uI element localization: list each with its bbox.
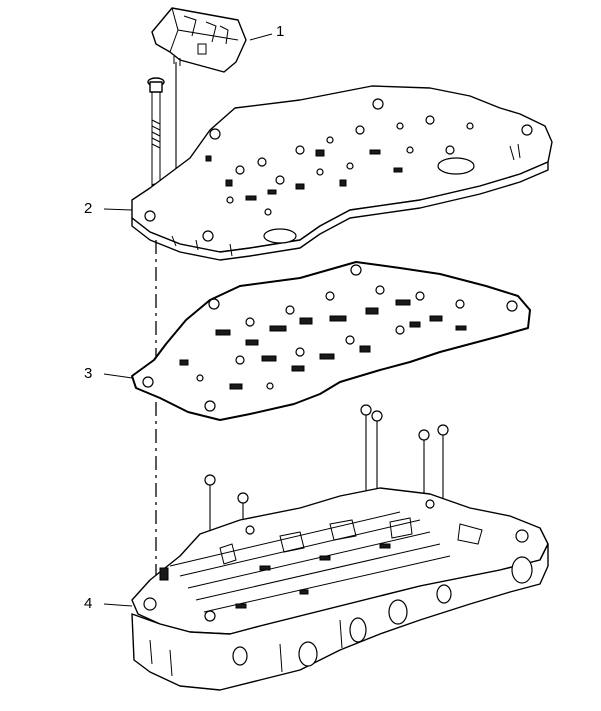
plate-part xyxy=(131,85,553,261)
callout-2: 2 xyxy=(84,200,93,217)
callout-3: 3 xyxy=(84,365,93,382)
callout-1: 1 xyxy=(276,23,285,40)
valve-body-part xyxy=(131,487,549,691)
cover-part xyxy=(151,7,247,73)
bolt-part xyxy=(147,77,165,189)
callout-4: 4 xyxy=(84,595,93,612)
leader-lines xyxy=(103,33,273,607)
gasket-part xyxy=(131,261,531,421)
